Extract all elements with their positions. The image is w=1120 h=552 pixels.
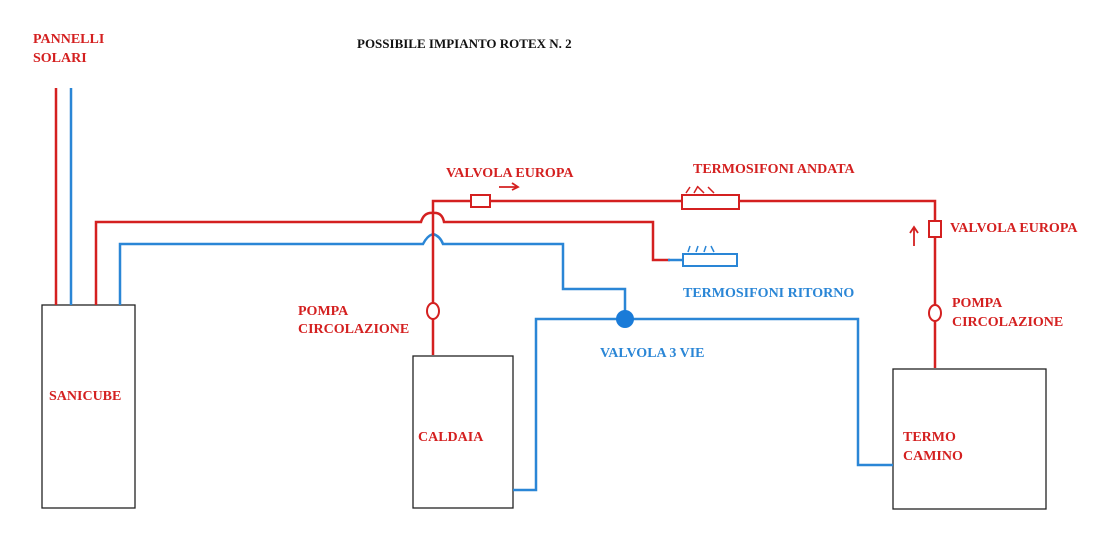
termo-camino-box	[892, 368, 1047, 510]
radiator-ritorno-icon	[682, 245, 738, 267]
sanicube-hot-pipe	[94, 211, 670, 305]
valvola-europa-right-icon	[928, 220, 942, 238]
return-pipe	[513, 317, 893, 492]
circolazione-left-label: CIRCOLAZIONE	[298, 322, 409, 337]
valvola-europa-top-icon	[470, 194, 491, 208]
pompa-right-label: POMPA	[952, 296, 1003, 311]
sanicube-box	[41, 304, 136, 509]
valvola-3-vie-label: VALVOLA 3 VIE	[600, 346, 705, 361]
radiator-andata-icon	[681, 185, 740, 210]
diagram-title: POSSIBILE IMPIANTO ROTEX N. 2	[357, 36, 572, 51]
solari-label: SOLARI	[33, 51, 87, 66]
flow-arrow-right-icon	[499, 182, 520, 191]
caldaia-box	[412, 355, 514, 509]
sanicube-label: SANICUBE	[49, 389, 121, 404]
camino-label: CAMINO	[903, 449, 963, 464]
three-way-valve-icon	[616, 310, 634, 328]
flow-arrow-up-icon	[909, 225, 919, 246]
termo-label: TERMO	[903, 430, 956, 445]
sanicube-cold-pipe	[118, 232, 627, 312]
circolazione-right-label: CIRCOLAZIONE	[952, 315, 1063, 330]
caldaia-label: CALDAIA	[418, 430, 484, 445]
pump-left-icon	[426, 302, 440, 320]
heating-flow-pipe	[431, 199, 937, 368]
pump-right-icon	[928, 304, 942, 322]
termosifoni-andata-label: TERMOSIFONI ANDATA	[693, 162, 856, 177]
valvola-europa-right-label: VALVOLA EUROPA	[950, 221, 1078, 236]
termosifoni-ritorno-label: TERMOSIFONI RITORNO	[683, 286, 854, 301]
pannelli-label: PANNELLI	[33, 32, 104, 47]
valvola-europa-top-label: VALVOLA EUROPA	[446, 166, 574, 181]
pompa-left-label: POMPA	[298, 304, 349, 319]
